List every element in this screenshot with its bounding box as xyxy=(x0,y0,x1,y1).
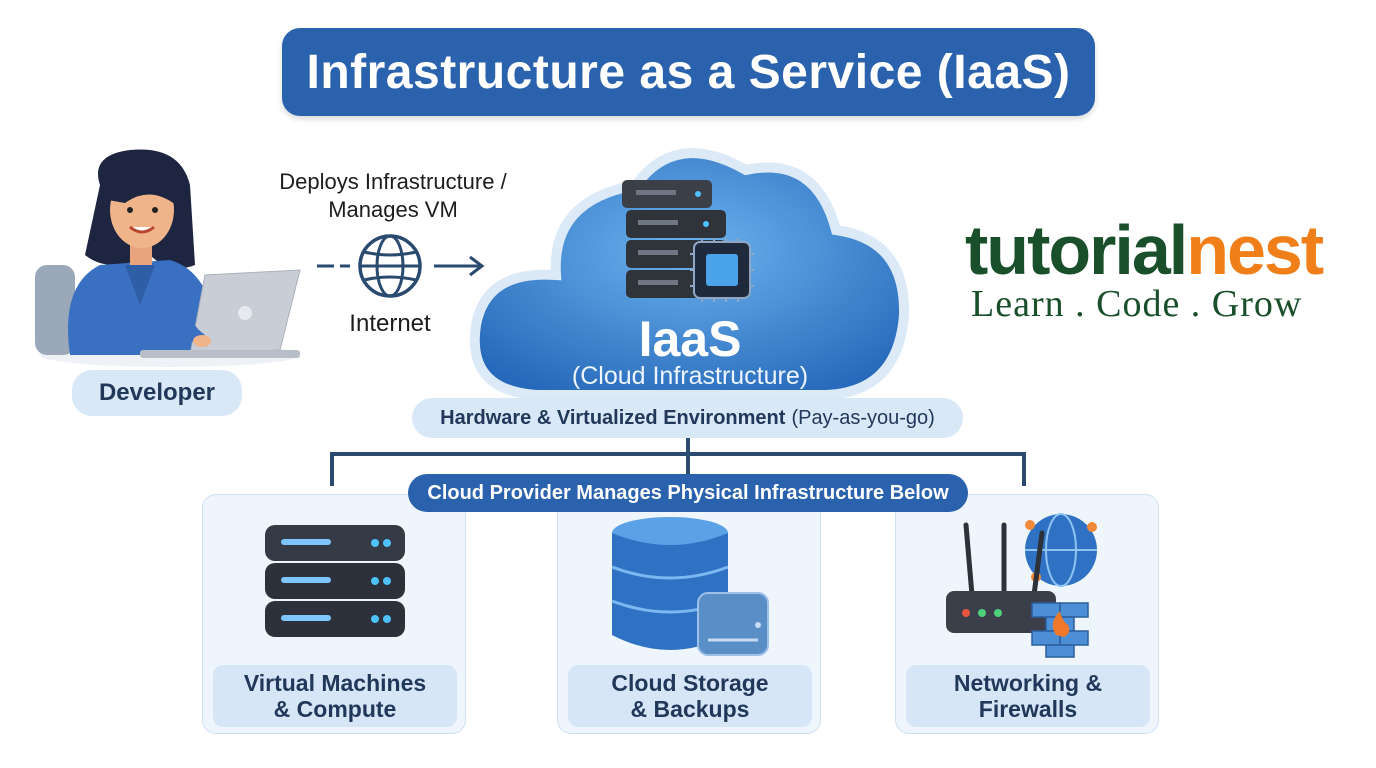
logo-wordmark: tutorialnest xyxy=(965,210,1324,290)
internet-label: Internet xyxy=(349,310,431,337)
logo-word-part2: nest xyxy=(1186,211,1324,289)
router-firewall-icon xyxy=(946,513,1097,658)
environment-note: (Pay-as-you-go) xyxy=(791,406,935,429)
service-label: Cloud Storage & Backups xyxy=(568,665,812,727)
action-label: Deploys Infrastructure / Manages VM xyxy=(279,169,507,222)
cpu-chip-icon xyxy=(690,238,754,302)
service-card-network: Networking & Firewalls xyxy=(895,494,1159,734)
logo-word-part1: tutorial xyxy=(965,211,1188,289)
server-stack-icon xyxy=(265,525,405,637)
service-label: Virtual Machines & Compute xyxy=(213,665,457,727)
connector-lines xyxy=(330,438,1026,486)
environment-label: Hardware & Virtualized Environment xyxy=(440,406,786,429)
page-title: Infrastructure as a Service (IaaS) xyxy=(306,45,1071,99)
environment-pill: Hardware & Virtualized Environment (Pay-… xyxy=(412,398,963,438)
provider-banner: Cloud Provider Manages Physical Infrastr… xyxy=(408,474,968,512)
cloud-subtitle: (Cloud Infrastructure) xyxy=(571,362,809,390)
cloud-title: IaaS xyxy=(638,311,742,367)
developer-illustration xyxy=(35,149,301,367)
service-card-compute: Virtual Machines & Compute xyxy=(202,494,466,734)
cloud-shape xyxy=(469,148,910,400)
title-banner: Infrastructure as a Service (IaaS) xyxy=(282,28,1095,116)
service-card-storage: Cloud Storage & Backups xyxy=(557,494,821,734)
globe-icon xyxy=(317,234,485,298)
developer-label: Developer xyxy=(72,370,242,416)
service-label: Networking & Firewalls xyxy=(906,665,1150,727)
database-icon xyxy=(611,517,769,656)
logo-tagline: Learn . Code . Grow xyxy=(971,283,1303,325)
tutorialnest-logo: tutorialnest Learn . Code . Grow xyxy=(965,210,1345,325)
